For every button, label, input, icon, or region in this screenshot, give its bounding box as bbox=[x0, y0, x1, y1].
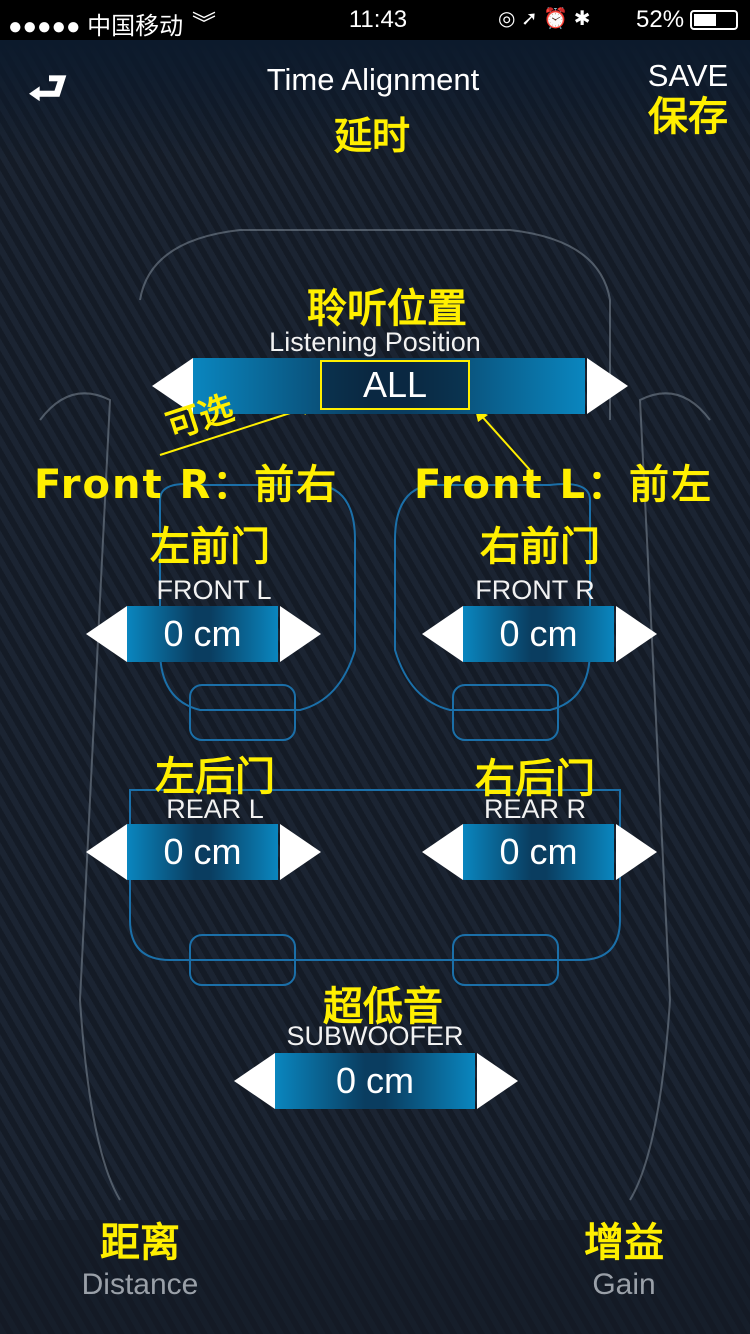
status-icons: ◎ ➚ ⏰ ✱ bbox=[498, 8, 591, 30]
status-bar: ●●●●● 中国移动 ︾ 11:43 ◎ ➚ ⏰ ✱ 52% bbox=[0, 0, 750, 40]
rear-l-label: REAR L bbox=[166, 794, 264, 824]
rear-l-label-cn: 左后门 bbox=[155, 754, 275, 800]
back-icon[interactable]: ⮐ bbox=[28, 64, 68, 113]
listening-value[interactable]: ALL bbox=[320, 360, 470, 410]
header-bg bbox=[0, 40, 750, 160]
battery-icon bbox=[690, 10, 738, 30]
rear-l-increase-button[interactable] bbox=[280, 824, 321, 880]
tab-gain-label: Gain bbox=[592, 1268, 656, 1301]
save-button[interactable]: SAVE 保存 bbox=[640, 58, 736, 140]
rear-r-decrease-button[interactable] bbox=[422, 824, 463, 880]
front-r-increase-button[interactable] bbox=[616, 606, 657, 662]
save-label: SAVE bbox=[647, 58, 729, 93]
battery-percent: 52% bbox=[636, 6, 685, 33]
clock: 11:43 bbox=[348, 6, 408, 33]
tab-gain-cn: 增益 bbox=[584, 1220, 664, 1266]
page-title: Time Alignment bbox=[266, 62, 480, 97]
front-l-label-cn: 左前门 bbox=[150, 524, 270, 570]
wifi-icon: ︾ bbox=[192, 11, 216, 38]
listening-prev-button[interactable] bbox=[152, 358, 193, 414]
listening-label: Listening Position bbox=[269, 327, 481, 357]
listening-label-cn: 聆听位置 bbox=[307, 286, 467, 332]
rear-r-label-cn: 右后门 bbox=[475, 756, 595, 802]
front-r-decrease-button[interactable] bbox=[422, 606, 463, 662]
subwoofer-label: SUBWOOFER bbox=[286, 1021, 464, 1051]
rear-r-label: REAR R bbox=[483, 794, 587, 824]
rear-l-value: 0 cm bbox=[127, 824, 278, 880]
save-label-cn: 保存 bbox=[648, 94, 728, 140]
front-r-label: FRONT R bbox=[475, 575, 595, 605]
subwoofer-value: 0 cm bbox=[275, 1053, 475, 1109]
front-l-value: 0 cm bbox=[127, 606, 278, 662]
listening-next-button[interactable] bbox=[587, 358, 628, 414]
tab-distance-cn: 距离 bbox=[100, 1220, 180, 1266]
front-l-increase-button[interactable] bbox=[280, 606, 321, 662]
note-front-l: Front L：前左 bbox=[414, 462, 713, 508]
front-r-value: 0 cm bbox=[463, 606, 614, 662]
rear-r-increase-button[interactable] bbox=[616, 824, 657, 880]
page-title-cn: 延时 bbox=[333, 114, 411, 158]
rear-r-value: 0 cm bbox=[463, 824, 614, 880]
subwoofer-increase-button[interactable] bbox=[477, 1053, 518, 1109]
tab-gain[interactable]: 增益 Gain bbox=[584, 1210, 664, 1302]
subwoofer-label-cn: 超低音 bbox=[323, 984, 443, 1030]
front-l-label: FRONT L bbox=[156, 575, 272, 605]
note-front-r: Front R：前右 bbox=[34, 462, 339, 508]
bottom-tab-bar bbox=[0, 1220, 750, 1334]
carrier: ●●●●● 中国移动 bbox=[8, 13, 184, 40]
tab-distance-label: Distance bbox=[81, 1268, 199, 1301]
tab-distance[interactable]: 距离 Distance bbox=[82, 1210, 199, 1302]
subwoofer-decrease-button[interactable] bbox=[234, 1053, 275, 1109]
front-r-label-cn: 右前门 bbox=[480, 524, 600, 570]
front-l-decrease-button[interactable] bbox=[86, 606, 127, 662]
rear-l-decrease-button[interactable] bbox=[86, 824, 127, 880]
